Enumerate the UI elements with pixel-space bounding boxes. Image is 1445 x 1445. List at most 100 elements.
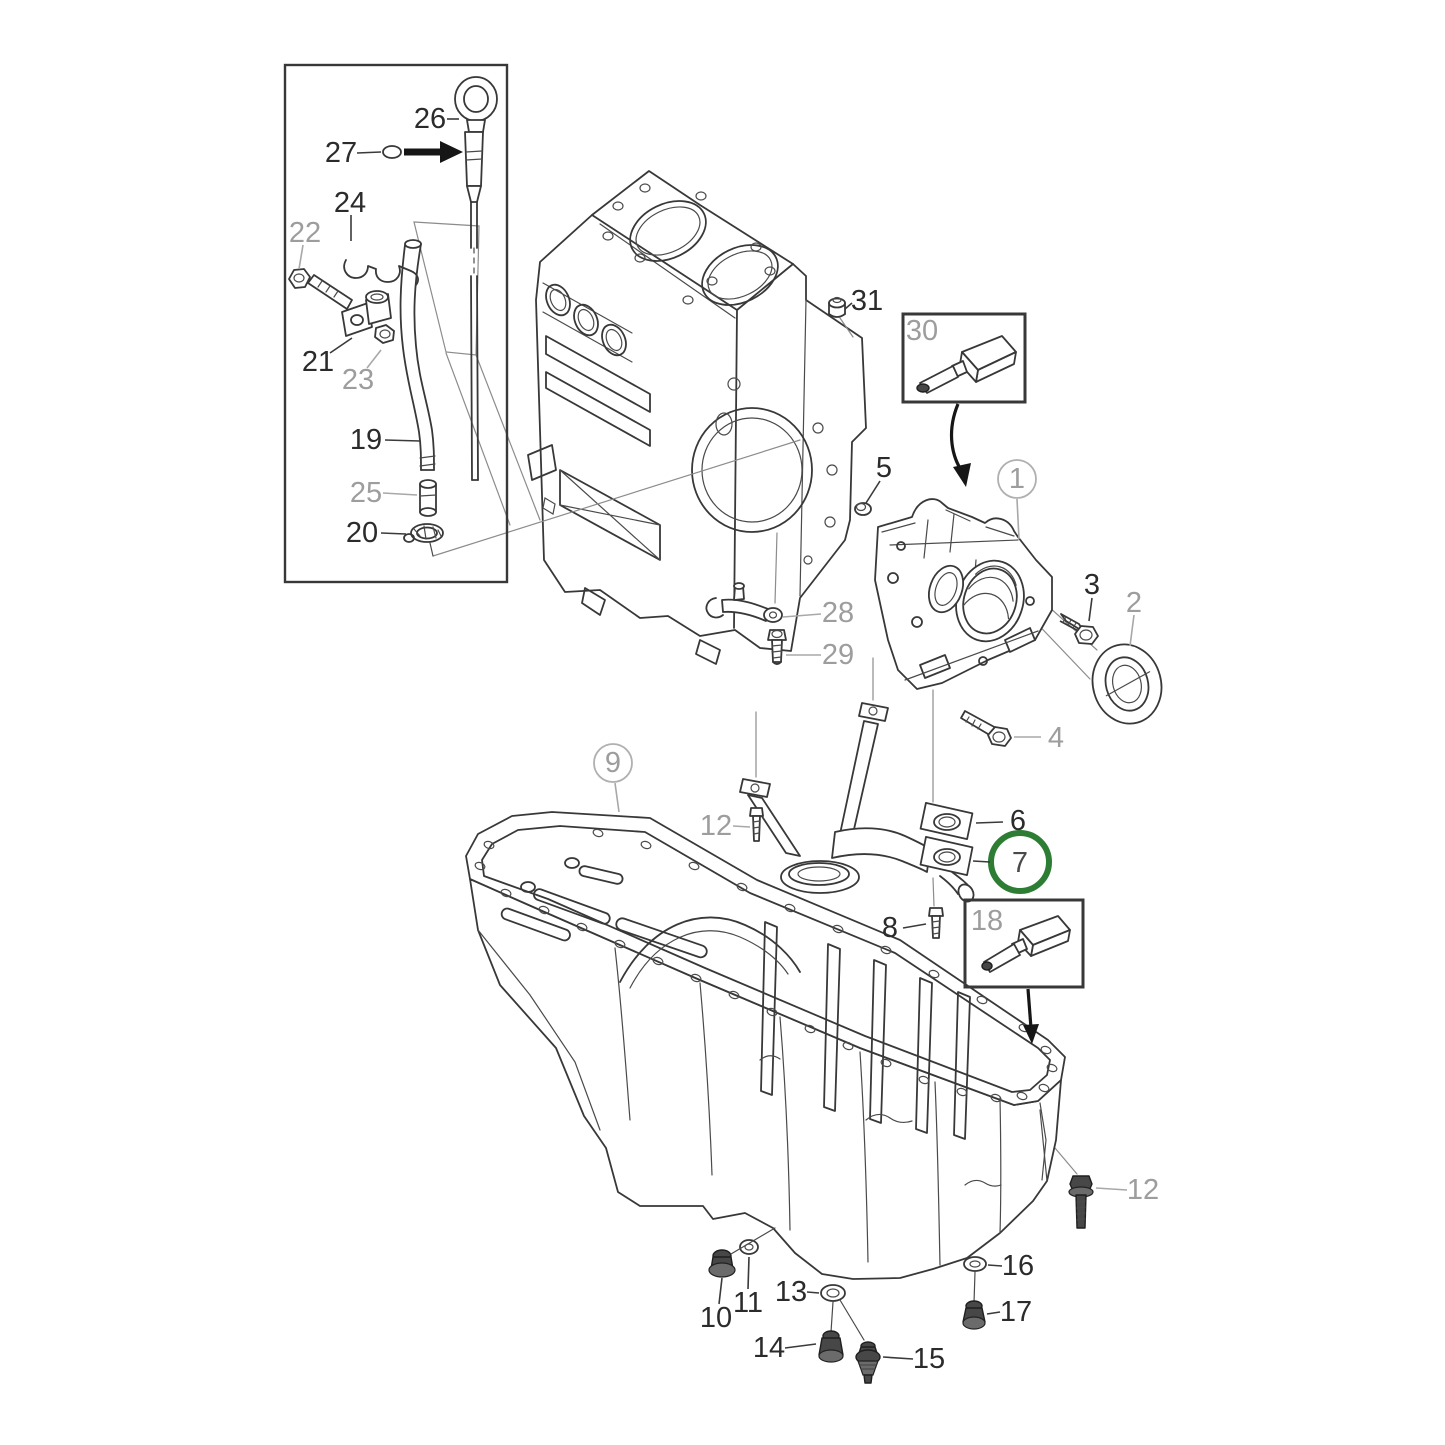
callout-label-11: 11 <box>733 1287 763 1319</box>
leader-16-17 <box>973 1271 976 1304</box>
leader-7 <box>972 860 991 863</box>
strainer-20 <box>403 523 444 557</box>
leader-14 <box>784 1343 817 1349</box>
leader-20 <box>380 532 407 535</box>
callout-circle-9 <box>593 743 633 783</box>
bolt-hole <box>500 888 512 898</box>
plug-5 <box>854 502 872 516</box>
bolt-hole <box>832 924 844 934</box>
callout-label-7: 7 <box>1012 847 1028 879</box>
leader-15 <box>882 1356 914 1360</box>
leader-17 <box>986 1311 1001 1315</box>
drain-plug-10 <box>708 1249 736 1278</box>
callout-label-21: 21 <box>302 346 334 378</box>
bolt-hole <box>1040 1045 1052 1055</box>
callout-label-12: 12 <box>700 810 732 842</box>
o-ring-27 <box>382 145 402 159</box>
washer-16 <box>963 1256 987 1272</box>
oil-pan <box>465 811 1066 1280</box>
callout-label-10: 10 <box>700 1302 732 1334</box>
oil-nozzle-28 <box>705 582 783 623</box>
bolt-hole <box>784 903 796 913</box>
callout-circle-1 <box>997 459 1037 499</box>
bolt-hole <box>538 905 550 915</box>
bolt-12-lower <box>1068 1175 1094 1229</box>
leader-5 <box>865 480 881 504</box>
sealant-tube-30 <box>916 335 1017 394</box>
bolt-hole <box>640 840 652 850</box>
sealant-30-apply-arrow <box>949 403 963 471</box>
bolt-hole <box>576 922 588 932</box>
leader-19 <box>384 439 421 442</box>
pickup-flange-6 <box>919 802 974 841</box>
leader-27 <box>356 151 382 154</box>
callout-label-31: 31 <box>851 285 883 317</box>
callout-label-30: 30 <box>906 315 938 347</box>
sealant-18-apply-arrow <box>1026 988 1033 1029</box>
leader-12 <box>732 825 751 828</box>
bolt-hole <box>614 939 626 949</box>
leader-11 <box>747 1256 750 1290</box>
callout-label-19: 19 <box>350 424 382 456</box>
bolt-hole <box>842 1041 854 1051</box>
nut-23 <box>374 324 395 344</box>
oil-pump <box>874 498 1053 690</box>
leader-8 <box>902 923 927 929</box>
callout-label-24: 24 <box>334 187 366 219</box>
dipstick <box>454 76 498 481</box>
callout-label-18: 18 <box>971 905 1003 937</box>
bolt-12-upper <box>749 807 764 842</box>
leader-22 <box>298 244 304 270</box>
gasket-bolt-holes <box>474 828 1058 1103</box>
leader-1 <box>1016 498 1020 540</box>
bolt-hole <box>804 1024 816 1034</box>
bolt-hole <box>652 956 664 966</box>
leader-21 <box>329 337 353 354</box>
bolt-hole <box>880 1058 892 1068</box>
sealant-18-apply-arrow-head <box>1023 1024 1039 1044</box>
callout-label-23: 23 <box>342 364 374 396</box>
callout-label-3: 3 <box>1084 569 1100 601</box>
callout-label-9: 9 <box>605 747 621 779</box>
bolt-hole <box>483 840 495 850</box>
bolt-hole <box>1038 1083 1050 1093</box>
install-arrows <box>404 141 1039 1044</box>
highlight-ring-7 <box>988 830 1052 894</box>
bolt-29 <box>767 629 787 665</box>
bolt-hole <box>688 861 700 871</box>
oil-return-tube-19 <box>399 239 436 471</box>
callout-label-26: 26 <box>414 103 446 135</box>
callout-label-8: 8 <box>882 912 898 944</box>
callout-label-2: 2 <box>1126 587 1142 619</box>
sealant-30-apply-arrow-head <box>953 463 971 487</box>
leader-3 <box>1088 597 1093 622</box>
bolt-hole <box>1046 1063 1058 1073</box>
sensor-15 <box>855 1341 881 1384</box>
engine-block <box>527 170 867 665</box>
oring-install-arrow-head <box>440 141 463 163</box>
plug-14 <box>818 1330 844 1363</box>
pickup-flange-7 <box>919 836 975 903</box>
leader-12 <box>1095 1187 1128 1191</box>
leader-10-11-install <box>730 1227 776 1255</box>
callout-label-5: 5 <box>876 452 892 484</box>
connector-25 <box>419 479 437 517</box>
bolt-hole <box>918 1075 930 1085</box>
bolt-hole <box>690 973 702 983</box>
leader-23 <box>366 349 382 369</box>
callout-label-25: 25 <box>350 477 382 509</box>
crank-seal-2 <box>1091 643 1163 725</box>
sealant-inset-18 <box>963 898 1085 989</box>
bolt-hole <box>1016 1091 1028 1101</box>
callout-label-14: 14 <box>753 1332 785 1364</box>
callout-label-4: 4 <box>1048 722 1064 754</box>
leader-13-14-15 <box>830 1299 865 1341</box>
washer-13 <box>820 1284 846 1302</box>
clip-24 <box>343 259 419 286</box>
bolt-3 <box>1059 613 1099 645</box>
bolt-hole <box>474 861 486 871</box>
leader-28 <box>782 613 822 618</box>
leader-16 <box>987 1264 1003 1267</box>
